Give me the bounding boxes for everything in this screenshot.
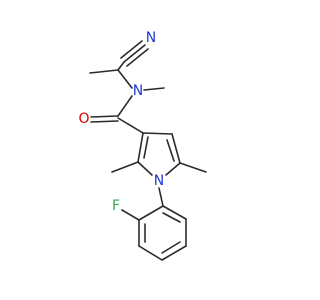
bond-ch-cn bbox=[117, 61, 125, 71]
bond-ph-4-5 bbox=[161, 245, 187, 261]
bond-ph-4-5-inner bbox=[161, 241, 181, 254]
bond-n-methyl bbox=[143, 87, 165, 91]
molecule-canvas: N N O N F bbox=[78, 30, 207, 261]
bond-c4-c5-a bbox=[171, 133, 181, 164]
bond-cn-triple-a bbox=[123, 44, 146, 63]
atom-amide-n: N bbox=[133, 83, 143, 99]
bond-cn-triple-c bbox=[120, 40, 143, 59]
bond-n1-c2 bbox=[137, 161, 153, 176]
structure-diagram: N N O N F bbox=[78, 30, 207, 261]
bond-co-double-a bbox=[90, 115, 119, 118]
bond-c5-methyl bbox=[179, 162, 207, 173]
bond-co-double-b bbox=[90, 120, 119, 123]
bond-c2-c3-b bbox=[143, 136, 149, 159]
bond-c2-c3-a bbox=[137, 132, 144, 163]
bond-carbonyl-c3 bbox=[117, 117, 144, 134]
bond-c2-methyl bbox=[111, 161, 139, 173]
atom-carbonyl-o: O bbox=[78, 111, 89, 127]
bond-ch-amide-n bbox=[117, 69, 133, 89]
bond-c4-c5-b bbox=[166, 139, 175, 162]
atom-fluorine: F bbox=[112, 198, 120, 214]
bond-cn-triple-b bbox=[126, 48, 149, 67]
bond-ph-1-2 bbox=[138, 205, 164, 221]
atom-pyrrole-n: N bbox=[154, 173, 164, 189]
bond-ch-methyl bbox=[89, 69, 119, 74]
bond-ph-6-1-inner bbox=[162, 212, 181, 223]
bond-n-carbonyl bbox=[117, 95, 133, 117]
bond-ph-3-4 bbox=[138, 245, 163, 261]
bond-n1-phenyl bbox=[158, 187, 164, 207]
atom-nitrile-n: N bbox=[146, 30, 156, 46]
bond-c5-n1 bbox=[165, 162, 181, 176]
bond-ph-6-1 bbox=[162, 205, 187, 220]
bond-c-f bbox=[121, 209, 140, 221]
bond-c3-c4 bbox=[142, 132, 173, 135]
